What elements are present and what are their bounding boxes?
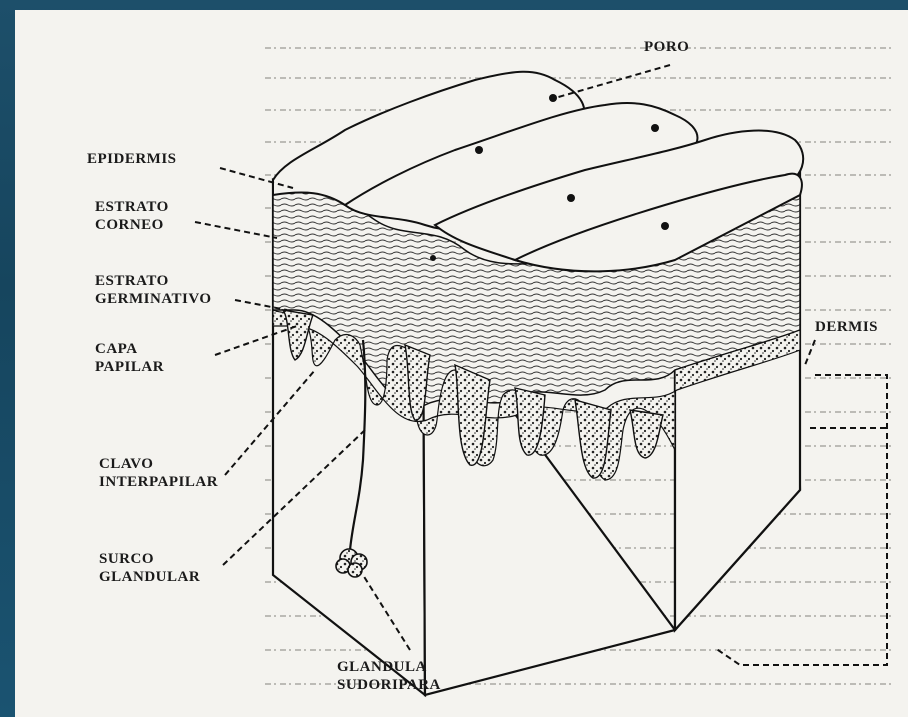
label-line: GLANDULA: [337, 658, 441, 676]
pore-dot: [475, 146, 483, 154]
label-line: CLAVO: [99, 455, 218, 473]
label-estrato-corneo: ESTRATO CORNEO: [95, 198, 169, 234]
label-line: ESTRATO: [95, 272, 212, 290]
label-glandula-sudoripara: GLANDULA SUDORIPARA: [337, 658, 441, 694]
pore-dot: [549, 94, 557, 102]
pore-dot: [651, 124, 659, 132]
pore-dot: [430, 255, 436, 261]
label-epidermis: EPIDERMIS: [87, 150, 177, 168]
label-poro: PORO: [644, 38, 689, 56]
label-line: ESTRATO: [95, 198, 169, 216]
skin-block: [273, 72, 803, 695]
label-line: CORNEO: [95, 216, 169, 234]
label-line: SUDORIPARA: [337, 676, 441, 694]
label-line: CAPA: [95, 340, 164, 358]
label-capa-papilar: CAPA PAPILAR: [95, 340, 164, 376]
label-line: SURCO: [99, 550, 200, 568]
label-line: PAPILAR: [95, 358, 164, 376]
pore-dot: [567, 194, 575, 202]
label-estrato-germinativo: ESTRATO GERMINATIVO: [95, 272, 212, 308]
label-clavo-interpapilar: CLAVO INTERPAPILAR: [99, 455, 218, 491]
label-line: INTERPAPILAR: [99, 473, 218, 491]
pore-dot: [661, 222, 669, 230]
label-surco-glandular: SURCO GLANDULAR: [99, 550, 200, 586]
label-line: GLANDULAR: [99, 568, 200, 586]
label-dermis: DERMIS: [815, 318, 878, 336]
diagram-panel: PORO EPIDERMIS ESTRATO CORNEO ESTRATO GE…: [15, 10, 908, 717]
label-line: GERMINATIVO: [95, 290, 212, 308]
